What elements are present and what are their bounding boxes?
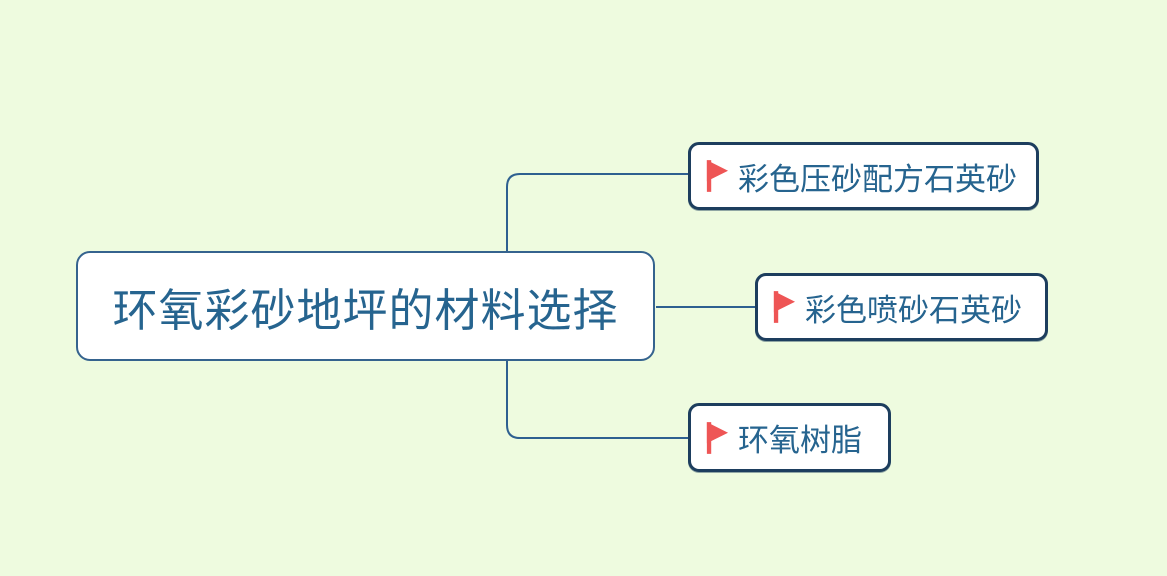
subtopic-node-2[interactable]: 彩色喷砂石英砂 <box>755 273 1048 341</box>
root-topic-label: 环氧彩砂地坪的材料选择 <box>112 284 619 336</box>
subtopic-label: 彩色喷砂石英砂 <box>805 292 1022 328</box>
root-topic-node[interactable]: 环氧彩砂地坪的材料选择 <box>76 251 655 361</box>
flag-icon <box>706 421 729 454</box>
connector-root-to-child-1 <box>506 173 688 251</box>
flag-icon <box>773 291 796 323</box>
flag-icon <box>706 160 729 192</box>
subtopic-label: 彩色压砂配方石英砂 <box>738 161 1017 197</box>
connector-root-to-child-3 <box>506 361 688 439</box>
subtopic-label: 环氧树脂 <box>738 423 862 458</box>
subtopic-node-3[interactable]: 环氧树脂 <box>688 403 891 472</box>
subtopic-node-1[interactable]: 彩色压砂配方石英砂 <box>688 142 1039 210</box>
